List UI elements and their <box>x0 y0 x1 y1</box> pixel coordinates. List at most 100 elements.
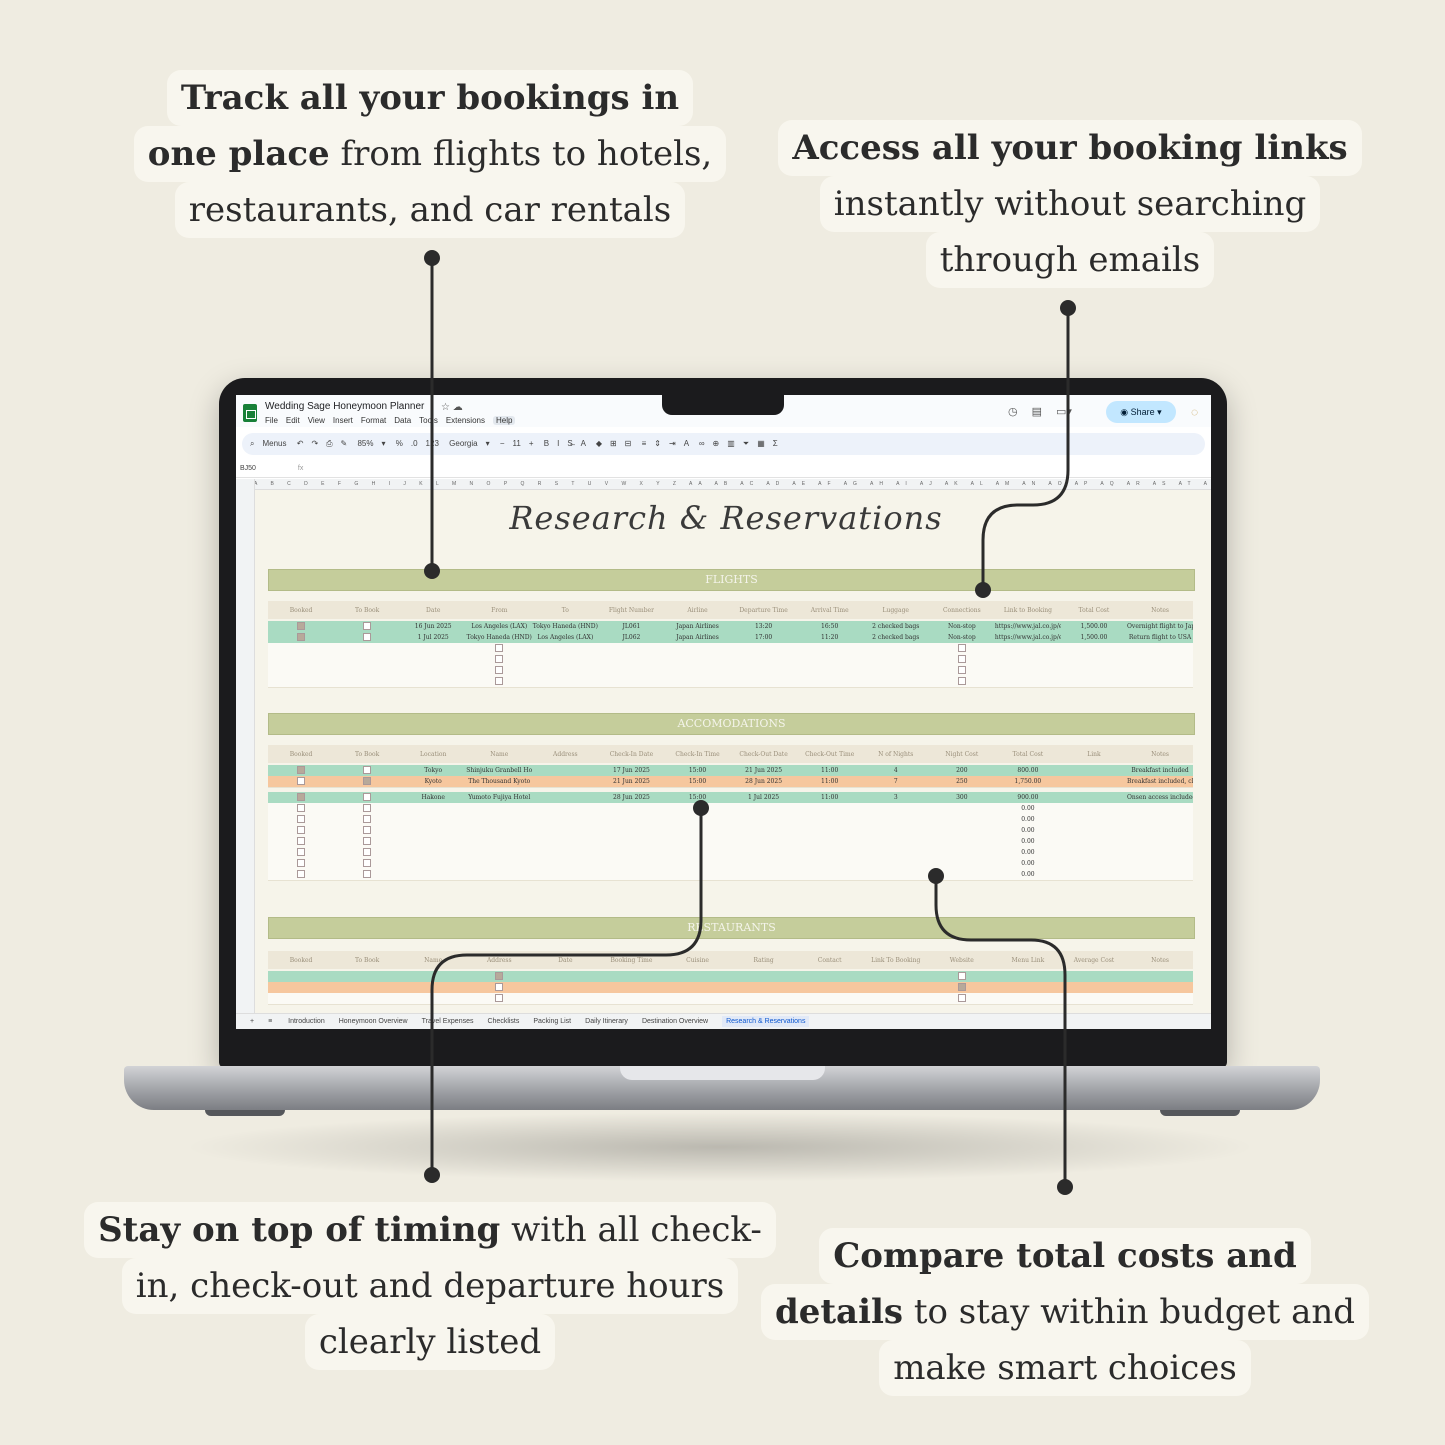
table-row[interactable] <box>268 676 1193 688</box>
booked-cell[interactable] <box>268 803 334 814</box>
font-size-increase-icon[interactable]: + <box>528 439 534 448</box>
menu-item-format[interactable]: Format <box>360 416 387 425</box>
to-book-checkbox[interactable] <box>363 621 372 630</box>
booked-checkbox[interactable] <box>495 654 504 663</box>
booked-cell[interactable] <box>268 847 334 858</box>
booked-cell[interactable] <box>268 869 334 880</box>
booked-cell[interactable] <box>268 654 731 665</box>
document-title[interactable]: Wedding Sage Honeymoon Planner <box>265 401 425 412</box>
share-button[interactable]: ◉ Share ▾ <box>1106 401 1176 423</box>
row-headers[interactable] <box>236 479 255 1021</box>
to-book-checkbox[interactable] <box>363 792 372 801</box>
star-icon[interactable]: ☆ <box>441 402 450 413</box>
booked-cell[interactable] <box>268 792 334 803</box>
name-box[interactable]: BJ50 <box>240 465 256 472</box>
booked-checkbox[interactable] <box>297 858 306 867</box>
add-sheet-icon[interactable]: + <box>250 1018 255 1025</box>
fill-color-icon[interactable]: ◆ <box>595 439 602 448</box>
booked-cell[interactable] <box>268 643 731 654</box>
to-book-checkbox[interactable] <box>363 825 372 834</box>
sheet-tab[interactable]: Travel Expenses <box>421 1018 474 1025</box>
to-book-checkbox[interactable] <box>363 814 372 823</box>
valign-icon[interactable]: ⇕ <box>654 439 661 448</box>
booked-cell[interactable] <box>268 836 334 847</box>
rotate-icon[interactable]: A <box>683 439 689 448</box>
chevron-down-icon[interactable]: ▾ <box>381 439 386 448</box>
to-book-cell[interactable] <box>731 676 1194 687</box>
history-icon[interactable]: ◷ <box>1008 406 1018 418</box>
to-book-cell[interactable] <box>334 803 400 814</box>
menu-item-help[interactable]: Help <box>492 416 516 425</box>
bold-icon[interactable]: B <box>543 439 550 448</box>
to-book-checkbox[interactable] <box>363 776 372 785</box>
booked-checkbox[interactable] <box>297 847 306 856</box>
booked-checkbox[interactable] <box>297 632 306 641</box>
to-book-checkbox[interactable] <box>957 643 966 652</box>
booked-checkbox[interactable] <box>297 792 306 801</box>
menu-item-file[interactable]: File <box>265 416 278 425</box>
table-row[interactable] <box>268 993 1193 1005</box>
search-menus[interactable]: Menus <box>262 439 287 448</box>
percent-icon[interactable]: % <box>395 439 403 448</box>
to-book-cell[interactable] <box>334 869 400 880</box>
decimal-icon[interactable]: .0 <box>410 439 418 448</box>
menu-item-edit[interactable]: Edit <box>285 416 300 425</box>
to-book-checkbox[interactable] <box>957 971 966 980</box>
booked-checkbox[interactable] <box>495 665 504 674</box>
to-book-cell[interactable] <box>334 814 400 825</box>
menu-item-tools[interactable]: Tools <box>419 416 438 425</box>
menu-item-insert[interactable]: Insert <box>332 416 353 425</box>
number-format-icon[interactable]: 123 <box>425 439 439 448</box>
borders-icon[interactable]: ⊞ <box>609 439 617 448</box>
to-book-checkbox[interactable] <box>363 847 372 856</box>
booked-checkbox[interactable] <box>495 971 504 980</box>
booked-cell[interactable] <box>268 825 334 836</box>
sheet-tab[interactable]: Introduction <box>288 1018 325 1025</box>
booked-cell[interactable] <box>268 765 334 776</box>
booked-cell[interactable] <box>268 858 334 869</box>
booked-cell[interactable] <box>268 776 334 787</box>
sheet-tab[interactable]: Honeymoon Overview <box>338 1018 408 1025</box>
font-select[interactable]: Georgia <box>449 439 478 448</box>
to-book-checkbox[interactable] <box>957 993 966 1002</box>
to-book-cell[interactable] <box>334 621 400 632</box>
to-book-checkbox[interactable] <box>957 665 966 674</box>
to-book-cell[interactable] <box>334 765 400 776</box>
search-icon[interactable]: ⌕ <box>250 439 255 448</box>
to-book-cell[interactable] <box>334 776 400 787</box>
booked-cell[interactable] <box>268 632 334 643</box>
to-book-checkbox[interactable] <box>363 869 372 878</box>
align-icon[interactable]: ≡ <box>641 439 647 448</box>
link-icon[interactable]: ∞ <box>698 439 705 448</box>
booked-checkbox[interactable] <box>495 993 504 1002</box>
text-color-icon[interactable]: A <box>580 439 586 448</box>
font-size-input[interactable]: 11 <box>512 439 521 448</box>
menu-item-data[interactable]: Data <box>394 416 412 425</box>
chevron-down-icon[interactable]: ▾ <box>485 439 490 448</box>
zoom-select[interactable]: 85% <box>357 439 374 448</box>
cloud-icon[interactable]: ☁ <box>452 402 463 413</box>
font-size-decrease-icon[interactable]: − <box>499 439 505 448</box>
to-book-cell[interactable] <box>731 665 1194 676</box>
to-book-checkbox[interactable] <box>363 803 372 812</box>
menu-item-extensions[interactable]: Extensions <box>445 416 485 425</box>
booked-checkbox[interactable] <box>297 869 306 878</box>
booked-cell[interactable] <box>268 621 334 632</box>
booked-checkbox[interactable] <box>297 621 306 630</box>
to-book-checkbox[interactable] <box>957 676 966 685</box>
booked-checkbox[interactable] <box>297 765 306 774</box>
to-book-cell[interactable] <box>731 654 1194 665</box>
sheet-tab[interactable]: Research & Reservations <box>722 1016 810 1027</box>
to-book-checkbox[interactable] <box>363 858 372 867</box>
to-book-cell[interactable] <box>334 858 400 869</box>
wrap-icon[interactable]: ⇥ <box>668 439 676 448</box>
sheet-tab[interactable]: Destination Overview <box>641 1018 709 1025</box>
sheet-tab[interactable]: Checklists <box>487 1018 520 1025</box>
booked-cell[interactable] <box>268 665 731 676</box>
booked-checkbox[interactable] <box>297 776 306 785</box>
sheet-tab[interactable]: Daily Itinerary <box>585 1018 628 1025</box>
to-book-checkbox[interactable] <box>363 765 372 774</box>
comment-add-icon[interactable]: ⊕ <box>712 439 720 448</box>
